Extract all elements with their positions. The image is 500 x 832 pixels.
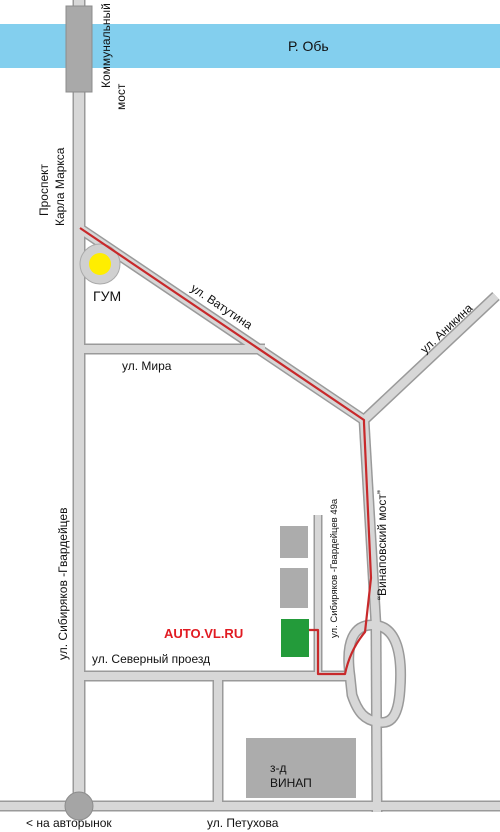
kommunalny-bridge-label: Коммунальный мост <box>99 3 128 110</box>
svg-text:Проспект: Проспект <box>37 163 51 216</box>
roundabout <box>64 791 94 821</box>
winap-label-line1: з-д <box>270 761 287 775</box>
river-label: Р. Обь <box>288 38 329 54</box>
mira-label: ул. Мира <box>122 359 172 373</box>
road-network <box>0 0 500 813</box>
petukhova-label: ул. Петухова <box>207 816 279 830</box>
svg-text:Карла Маркса: Карла Маркса <box>53 147 67 226</box>
sibiryakov-49a-label: ул. Сибиряков -Гвардейцев 49а <box>329 498 340 638</box>
severny-label: ул. Северный проезд <box>92 652 210 666</box>
kommunalny-bridge <box>65 5 93 93</box>
direction-label: < на авторынок <box>26 816 112 830</box>
route-line <box>79 227 373 676</box>
svg-text:Коммунальный: Коммунальный <box>99 3 113 88</box>
destination-label: AUTO.VL.RU <box>164 626 243 641</box>
winap-label-line2: ВИНАП <box>270 776 312 790</box>
gum-marker-icon <box>89 253 111 275</box>
svg-text:мост: мост <box>114 83 128 110</box>
vinapovsky-bridge-label: “Винаповский мост” <box>375 490 389 600</box>
office-auto-vl-ru <box>281 619 309 657</box>
sibiryakov-label: ул. Сибиряков -Гвардейцев <box>56 508 70 660</box>
gum-label: ГУМ <box>93 288 121 304</box>
karla-marksa-label: Проспект Карла Маркса <box>37 147 67 226</box>
building-2 <box>280 568 308 608</box>
building-1 <box>280 526 308 558</box>
winap-factory <box>246 738 356 798</box>
